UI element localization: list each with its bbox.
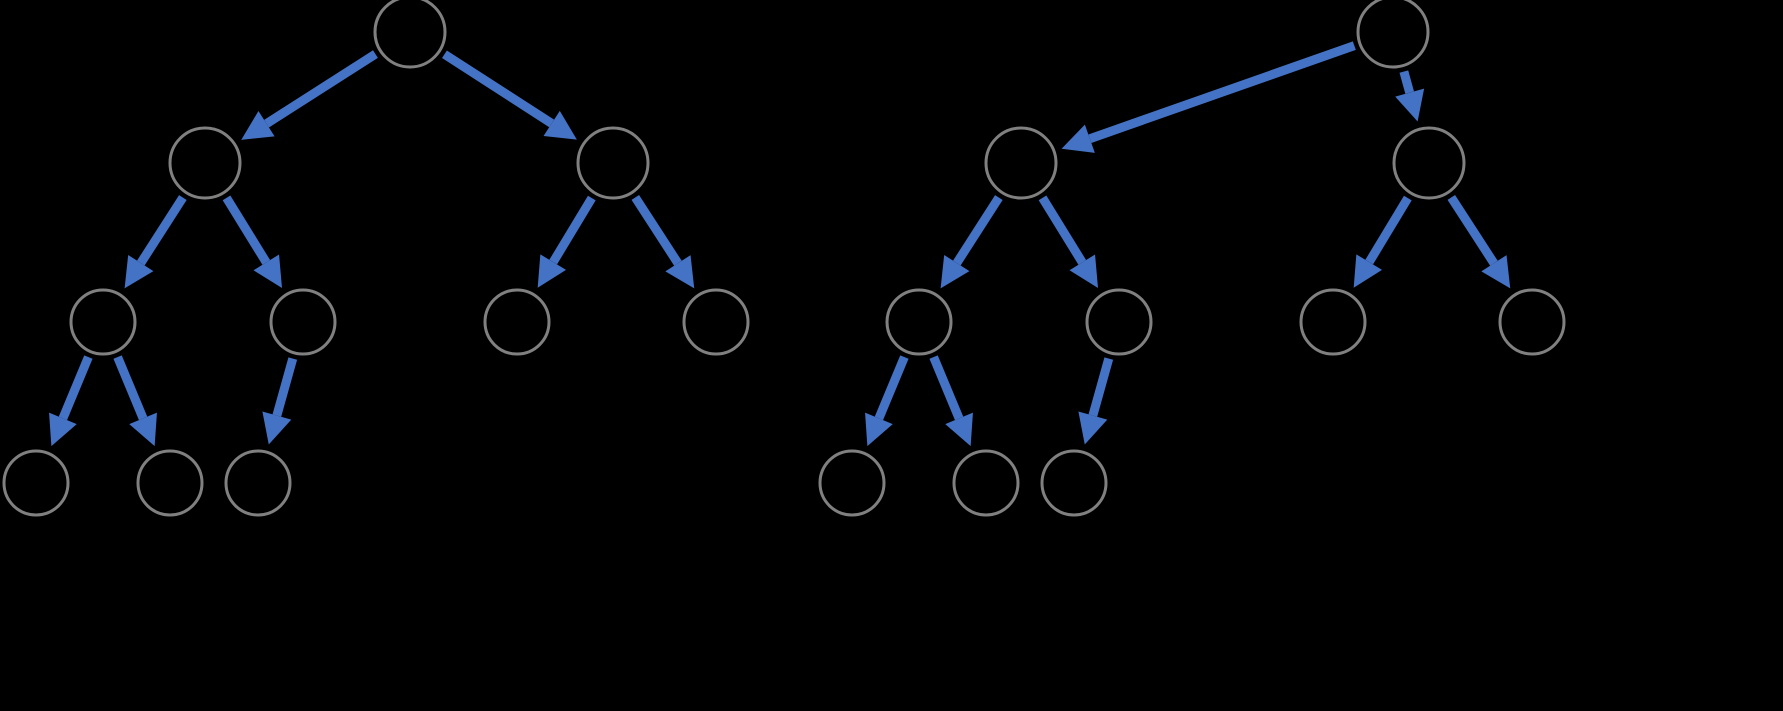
edge-arrowhead-icon [537, 254, 567, 288]
edge-arrowhead-icon [940, 254, 970, 289]
tree-edge [49, 355, 93, 447]
edge-shaft [874, 355, 909, 421]
tree-edge [631, 194, 695, 289]
edge-arrowhead-icon [543, 110, 577, 140]
tree-node-circle[interactable] [1040, 449, 1108, 517]
edge-shaft [264, 50, 378, 128]
tree-node-circle[interactable] [682, 288, 750, 356]
edge-shaft [1088, 357, 1114, 417]
tree-node-circle[interactable] [168, 126, 242, 200]
tree-node-circle[interactable] [69, 288, 137, 356]
edges-layer [49, 41, 1511, 447]
edge-arrowhead-icon [129, 412, 157, 447]
edge-arrowhead-icon [945, 412, 973, 447]
tree-node-circle[interactable] [224, 449, 292, 517]
edge-arrowhead-icon [1069, 254, 1099, 288]
tree-node-circle[interactable] [269, 288, 337, 356]
tree-edge [1447, 194, 1511, 289]
tree-node-circle[interactable] [1392, 126, 1466, 200]
edge-arrowhead-icon [49, 412, 77, 447]
tree-node-circle[interactable] [576, 126, 650, 200]
tree-node-circle[interactable] [1299, 288, 1367, 356]
tree-edge [537, 195, 596, 288]
edge-shaft [1365, 195, 1412, 265]
tree-node-circle[interactable] [984, 126, 1058, 200]
edge-shaft [442, 50, 555, 128]
tree-edge [1078, 357, 1114, 445]
edge-shaft [1038, 195, 1087, 265]
tree-edge [222, 195, 283, 288]
tree-edge [940, 195, 1003, 289]
edge-arrowhead-icon [241, 111, 275, 140]
tree-edge [442, 50, 577, 140]
edge-shaft [113, 355, 148, 421]
nodes-layer [2, 0, 1566, 517]
tree-node-circle[interactable] [818, 449, 886, 517]
edge-shaft [1399, 70, 1414, 94]
edge-arrowhead-icon [865, 412, 893, 447]
tree-edge [1038, 195, 1099, 288]
edge-shaft [222, 195, 271, 265]
edge-arrowhead-icon [124, 254, 154, 289]
tree-edge [865, 355, 909, 447]
edge-shaft [1447, 194, 1498, 266]
edge-shaft [631, 194, 682, 266]
tree-node-circle[interactable] [885, 288, 953, 356]
edge-arrowhead-icon [665, 255, 695, 289]
tree-edge [113, 355, 157, 447]
right-tree-nodes [818, 0, 1566, 517]
tree-edge [1395, 70, 1425, 122]
edge-arrowhead-icon [1061, 124, 1095, 153]
tree-edge [241, 50, 378, 140]
tree-edge [929, 355, 973, 447]
tree-edge [1061, 41, 1356, 153]
tree-node-circle[interactable] [952, 449, 1020, 517]
edge-shaft [137, 195, 187, 266]
tree-node-circle[interactable] [373, 0, 447, 69]
edge-arrowhead-icon [1481, 255, 1511, 289]
tree-edge [124, 195, 187, 289]
tree-node-circle[interactable] [1085, 288, 1153, 356]
tree-edge [1353, 195, 1412, 288]
edge-shaft [272, 357, 298, 417]
edge-shaft [549, 195, 596, 265]
tree-node-circle[interactable] [136, 449, 204, 517]
left-tree-edges [49, 50, 695, 447]
edge-arrowhead-icon [1353, 254, 1383, 288]
tree-node-circle[interactable] [1498, 288, 1566, 356]
tree-node-circle[interactable] [483, 288, 551, 356]
edge-shaft [929, 355, 964, 421]
edge-arrowhead-icon [1395, 88, 1425, 122]
left-tree-nodes [2, 0, 750, 517]
edge-arrowhead-icon [262, 411, 292, 445]
edge-shaft [58, 355, 93, 421]
edge-shaft [1088, 41, 1356, 143]
edge-arrowhead-icon [253, 254, 283, 288]
right-tree-edges [865, 41, 1511, 447]
tree-edge [262, 357, 298, 445]
edge-arrowhead-icon [1078, 411, 1108, 445]
tree-node-circle[interactable] [1356, 0, 1430, 69]
edge-shaft [953, 195, 1003, 266]
tree-node-circle[interactable] [2, 449, 70, 517]
